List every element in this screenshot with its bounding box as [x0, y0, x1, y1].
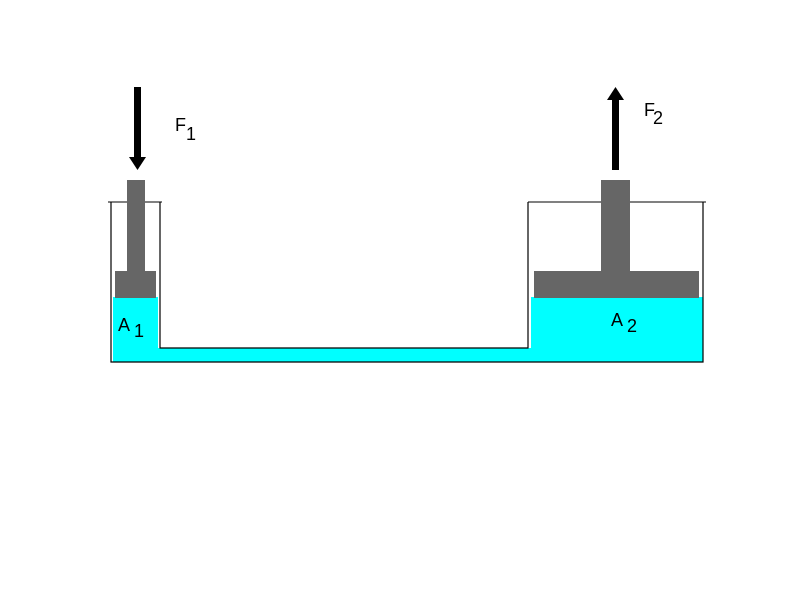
force-arrow-down-shaft [134, 87, 141, 157]
label-a1-subscript: 1 [134, 321, 144, 341]
large-piston [534, 180, 699, 298]
label-a1: A 1 [118, 315, 144, 341]
label-f1-subscript: 1 [186, 124, 196, 144]
small-piston [115, 180, 156, 298]
label-a2-main: A [611, 310, 623, 330]
force-arrow-up-head [607, 87, 624, 100]
large-piston-rod [601, 180, 630, 272]
small-piston-rod [127, 180, 145, 272]
label-f1-main: F [175, 115, 186, 135]
fluid-right-cylinder [531, 297, 703, 362]
force-arrow-down [129, 87, 146, 170]
label-f2: F 2 [644, 100, 663, 128]
force-arrow-down-head [129, 157, 146, 170]
large-piston-head [534, 271, 699, 298]
force-arrow-up-shaft [612, 100, 619, 170]
container-outline [110, 202, 704, 363]
small-piston-head [115, 271, 156, 298]
label-f1: F 1 [175, 115, 196, 144]
label-a2-subscript: 2 [627, 316, 637, 336]
label-a2: A 2 [611, 310, 637, 336]
label-a1-main: A [118, 315, 130, 335]
label-f2-subscript: 2 [653, 108, 663, 128]
label-f2-main: F [644, 100, 655, 120]
force-arrow-up [607, 87, 624, 170]
hydraulic-fluid [113, 297, 703, 362]
